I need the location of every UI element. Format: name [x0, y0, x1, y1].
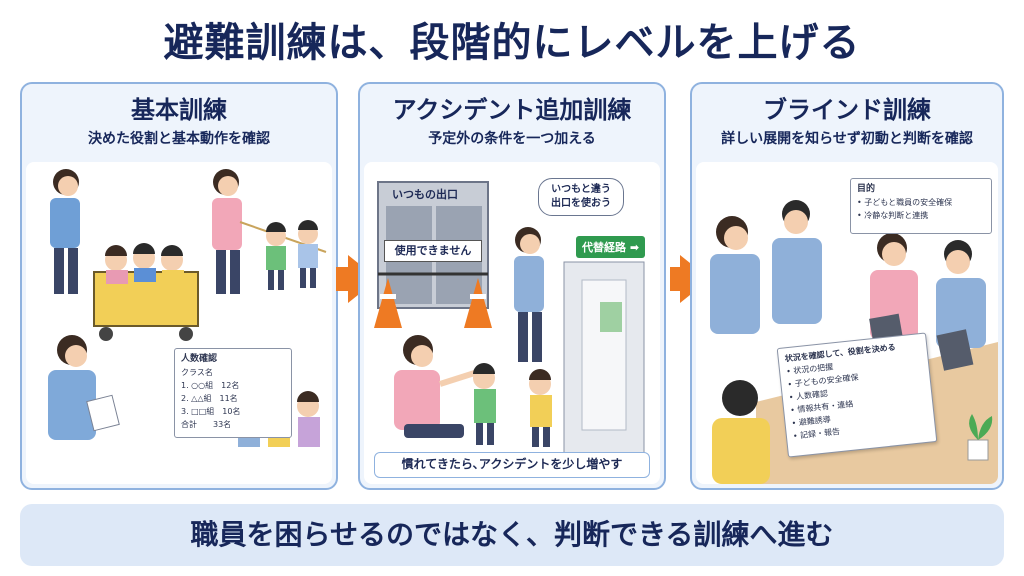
- purpose-whiteboard: 目的 • 子どもと職員の安全確保 • 冷静な判断と連携: [850, 178, 992, 234]
- arrow-stem: [336, 267, 350, 291]
- board-heading: 人数確認: [181, 354, 218, 364]
- panel-accident-training: アクシデント追加訓練 予定外の条件を一つ加える: [358, 82, 666, 490]
- whiteboard-item-text: 子どもと職員の安全確保: [864, 198, 953, 207]
- panel-blind-training: ブラインド訓練 詳しい展開を知らせず初動と判断を確認 目的: [690, 82, 1004, 490]
- panel-title: アクシデント追加訓練: [392, 96, 632, 124]
- whiteboard-item-text: 冷静な判断と連携: [864, 211, 929, 220]
- board-total: 合計 33名: [181, 420, 232, 429]
- paper-item-text: 記録・報告: [799, 427, 841, 441]
- board-row: 2. △△組 11名: [181, 394, 238, 403]
- speech-bubble: いつもと違う 出口を使おう: [538, 178, 624, 216]
- board-row: 1. ○○組 12名: [181, 381, 240, 390]
- board-column-label: クラス名: [181, 368, 213, 377]
- accident-training-illustration: いつもの出口 使用できません いつもと違う 出口を使おう 代替経路 ➡ 慣れてき…: [364, 162, 660, 484]
- board-row: 3. □□組 10名: [181, 407, 241, 416]
- panel-subtitle: 詳しい展開を知らせず初動と判断を確認: [721, 131, 973, 147]
- panel-subtitle: 決めた役割と基本動作を確認: [88, 131, 270, 147]
- alternate-route-sign: 代替経路 ➡: [576, 236, 646, 258]
- whiteboard-item: • 冷静な判断と連携: [857, 211, 929, 220]
- bottom-message-banner: 職員を困らせるのではなく、判断できる訓練へ進む: [20, 504, 1004, 566]
- headcount-board: 人数確認 クラス名 1. ○○組 12名 2. △△組 11名 3. □□組 1…: [174, 348, 292, 438]
- blind-training-illustration: 目的 • 子どもと職員の安全確保 • 冷静な判断と連携 状況を確認して、役割を決…: [696, 162, 998, 484]
- whiteboard-item: • 子どもと職員の安全確保: [857, 198, 953, 207]
- panel-title: ブラインド訓練: [763, 96, 931, 124]
- whiteboard-heading: 目的: [857, 184, 876, 194]
- panel-title: 基本訓練: [131, 96, 227, 124]
- main-title: 避難訓練は、段階的にレベルを上げる: [163, 20, 861, 66]
- role-paper: 状況を確認して、役割を決める • 状況の把握 • 子どもの安全確保 • 人数確認…: [776, 332, 938, 458]
- basic-training-illustration: 人数確認 クラス名 1. ○○組 12名 2. △△組 11名 3. □□組 1…: [26, 162, 332, 484]
- panel-subtitle: 予定外の条件を一つ加える: [428, 131, 596, 147]
- panel-basic-training: 基本訓練 決めた役割と基本動作を確認: [20, 82, 338, 490]
- closed-sign: 使用できません: [384, 240, 482, 262]
- accident-caption: 慣れてきたら､アクシデントを少し増やす: [374, 452, 650, 478]
- usual-exit-label: いつもの出口: [392, 188, 458, 201]
